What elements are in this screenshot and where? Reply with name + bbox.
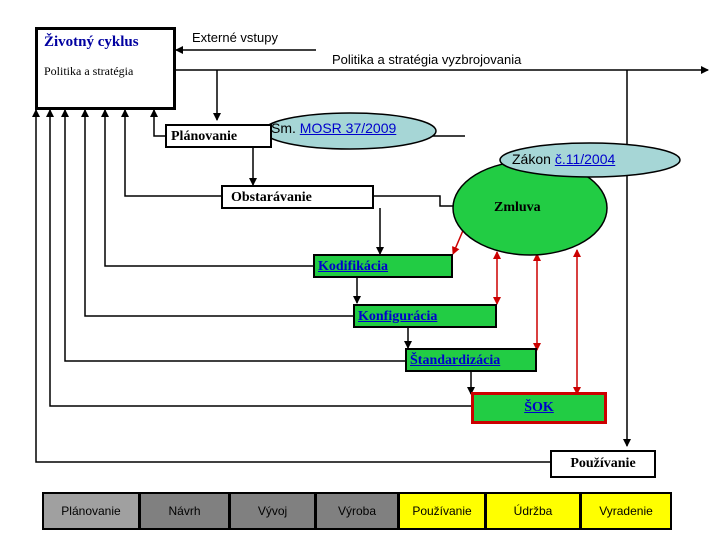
phase-label: Údržba (513, 504, 553, 518)
usage-label: Používanie (570, 456, 636, 471)
planning-feedback (150, 109, 165, 137)
codification-link[interactable]: Kodifikácia (318, 259, 389, 274)
procurement-label: Obstarávanie (231, 190, 312, 205)
lifecycle-title: Životný cyklus (44, 34, 139, 50)
zakon-ellipse (499, 142, 681, 178)
phase-development: Vývoj (229, 492, 316, 530)
phase-decommission: Vyradenie (580, 492, 672, 530)
phase-design: Návrh (139, 492, 230, 530)
phase-production: Výroba (315, 492, 399, 530)
configuration-box: Konfigurácia (353, 304, 497, 328)
phase-usage: Používanie (398, 492, 486, 530)
mosr-label: Sm. MOSR 37/2009 (271, 120, 396, 136)
sok-link[interactable]: ŠOK (524, 400, 554, 415)
codification-feedback (101, 109, 315, 267)
planning-label: Plánovanie (171, 129, 238, 144)
sok-box: ŠOK (471, 392, 607, 424)
mosr-prefix: Sm. (271, 120, 300, 136)
procurement-feedback (121, 109, 230, 197)
phase-maintenance: Údržba (485, 492, 581, 530)
lifecycle-subtitle: Politika a stratégia (44, 64, 134, 78)
standardization-box: Štandardizácia (405, 348, 537, 372)
procurement-to-contract-arrow (374, 195, 463, 210)
sok-feedback (46, 109, 473, 407)
usage-box: Používanie (550, 450, 656, 478)
phase-label: Plánovanie (61, 504, 121, 518)
codification-box: Kodifikácia (313, 254, 453, 278)
zakon-prefix: Zákon (512, 151, 555, 167)
phase-label: Vývoj (257, 504, 288, 518)
planning-box: Plánovanie (165, 124, 272, 148)
phase-label: Používanie (412, 504, 472, 518)
zakon-link[interactable]: č.11/2004 (554, 151, 616, 167)
phase-label: Návrh (168, 504, 201, 518)
phase-label: Výroba (337, 504, 377, 518)
standardization-link[interactable]: Štandardizácia (410, 353, 501, 368)
lifecycle-box: Životný cyklus Politika a stratégia (35, 27, 176, 110)
armament-policy-label: Politika a stratégia vyzbrojovania (332, 52, 522, 67)
usage-feedback (32, 109, 550, 463)
mosr-link[interactable]: MOSR 37/2009 (299, 120, 397, 136)
contract-label: Zmluva (494, 200, 541, 215)
zakon-label: Zákon č.11/2004 (512, 151, 615, 167)
standardization-feedback (61, 109, 405, 362)
configuration-link[interactable]: Konfigurácia (358, 309, 438, 324)
external-inputs-label: Externé vstupy (192, 30, 278, 45)
phase-label: Vyradenie (599, 504, 653, 518)
phase-planning: Plánovanie (42, 492, 140, 530)
procurement-box: Obstarávanie (221, 185, 374, 209)
configuration-feedback (81, 109, 355, 317)
